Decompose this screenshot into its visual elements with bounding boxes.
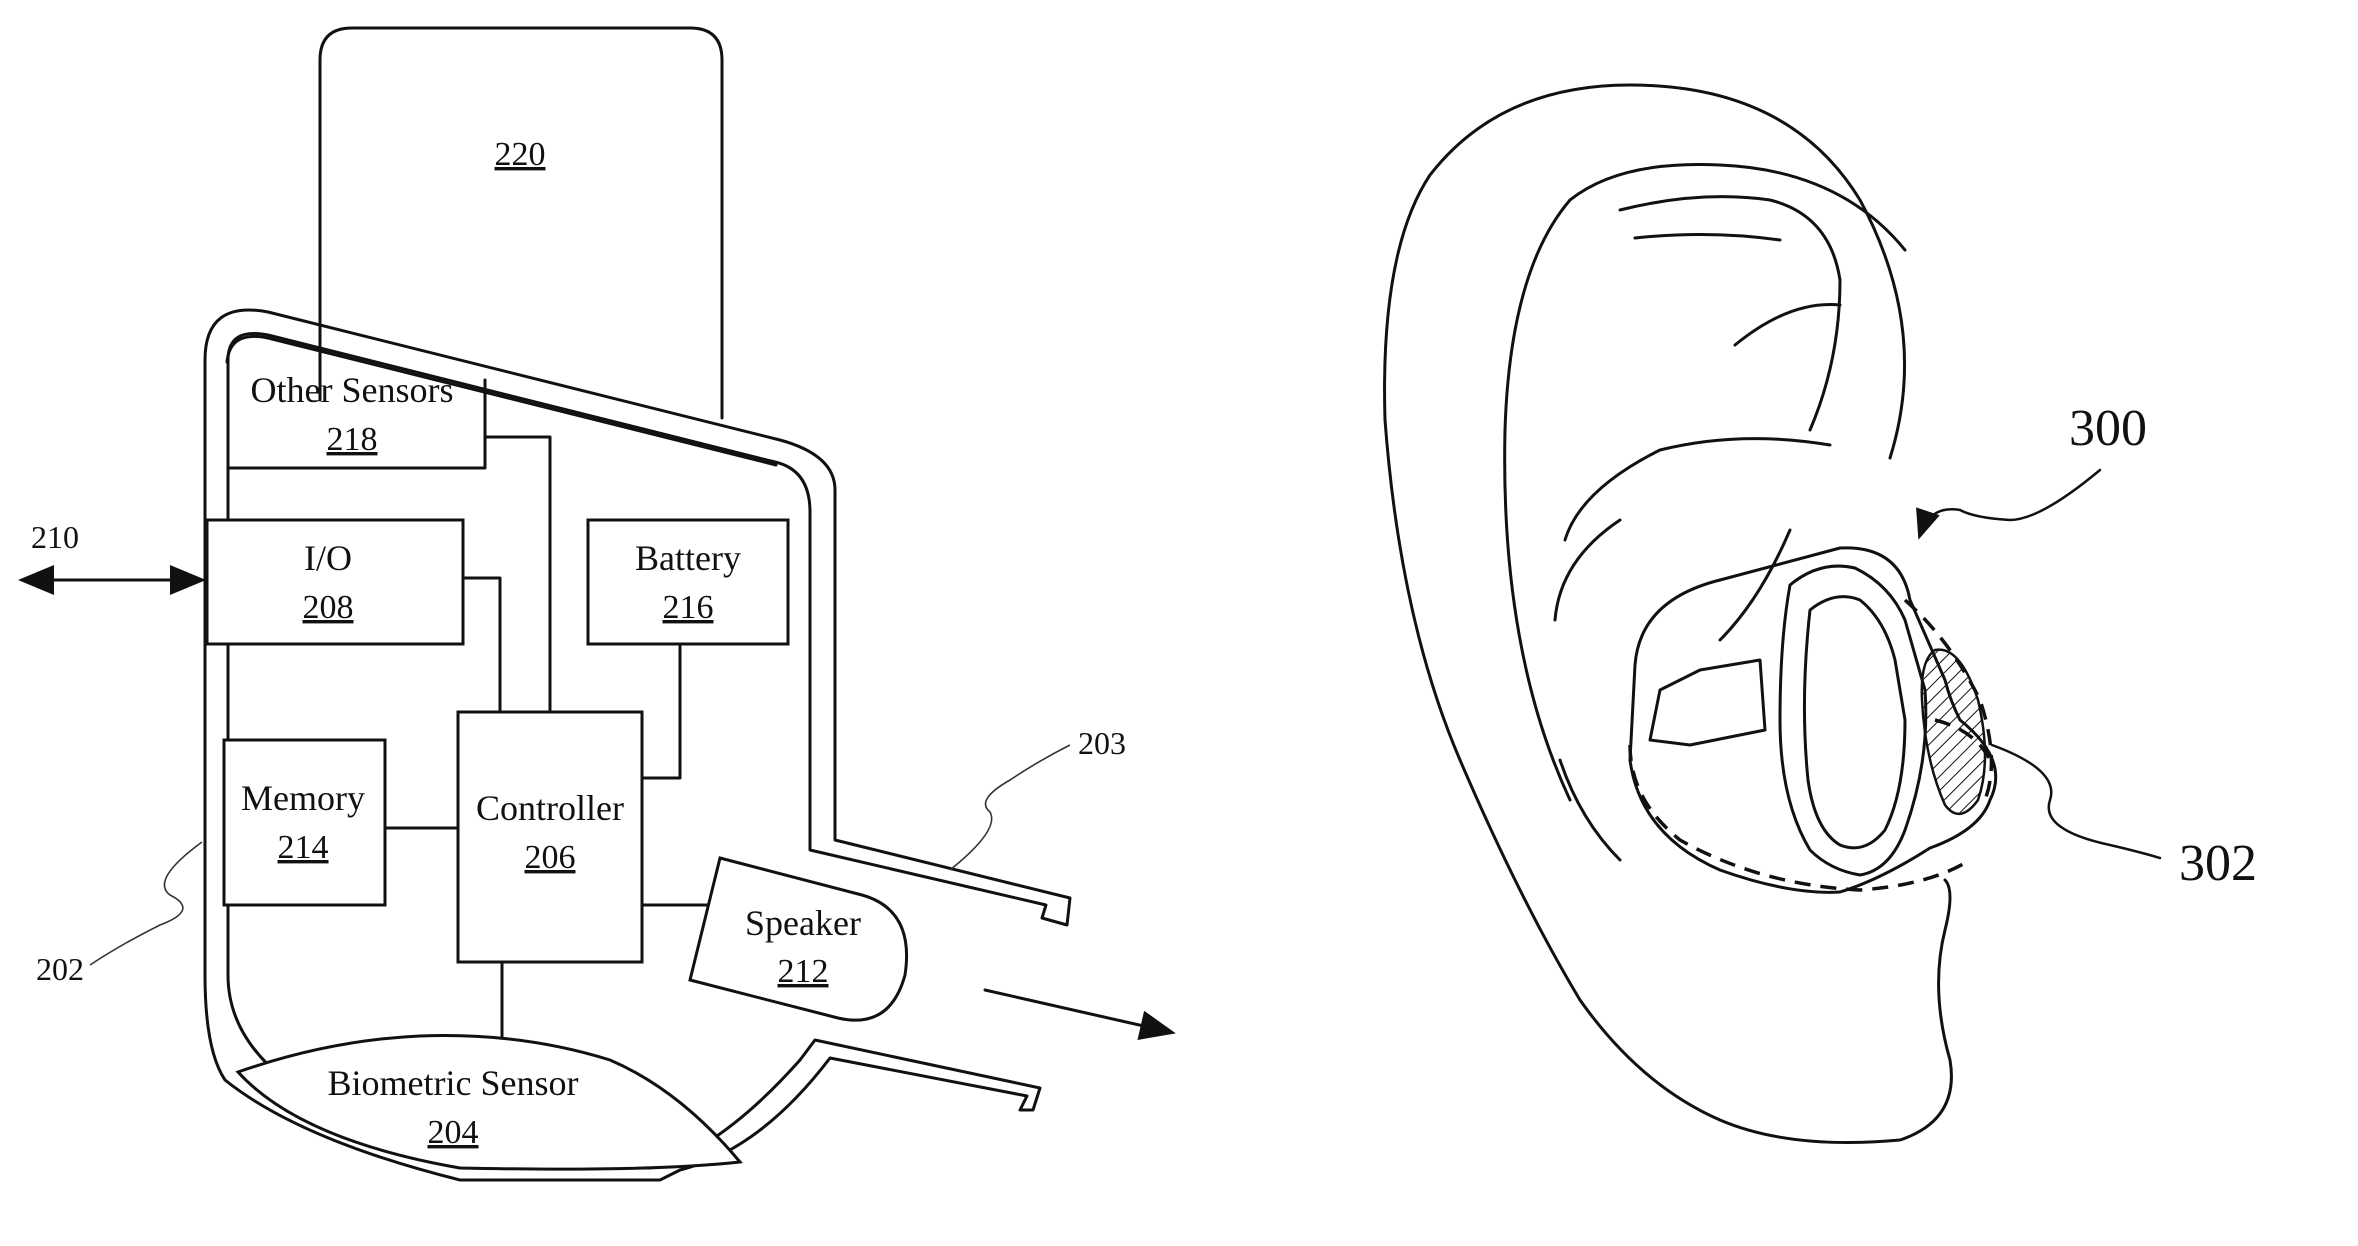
ref-300: 300 [2069, 400, 2147, 457]
arrow-300 [1916, 468, 2102, 540]
earbud-face [1778, 564, 1928, 877]
io-box [205, 518, 465, 646]
earbud-hidden-outline [1628, 744, 1971, 892]
triangular-fossa [1733, 303, 1842, 347]
battery-box [586, 518, 790, 646]
leader-203 [949, 744, 1071, 871]
helix-rim [1503, 162, 1907, 802]
case-label: 220 [495, 136, 546, 173]
controller-box [456, 710, 644, 964]
ref-203: 203 [1078, 725, 1126, 761]
memory-num: 214 [278, 829, 329, 866]
sound-output-arrow [983, 988, 1176, 1040]
other-sensors-box [226, 378, 487, 470]
earbud-hidden-edge [1903, 598, 1994, 801]
controller-name: Controller [476, 788, 624, 828]
concha-mid [1553, 518, 1622, 622]
other-sensors-num: 218 [327, 421, 378, 458]
biometric-sensor-shape [235, 1034, 743, 1171]
ear-with-earbud-drawing: 302 300 [1383, 83, 2257, 1144]
earbud-outer [1628, 546, 1998, 894]
lobe-inner [1558, 758, 1622, 862]
earbud-stem [1648, 658, 1767, 747]
earbud-face-inner [1802, 595, 1907, 850]
io-num: 208 [303, 589, 354, 626]
leader-202 [89, 841, 203, 966]
ref-210: 210 [31, 519, 79, 555]
earbud-block-diagram: 220 Other Sensors 218 I/O 208 Battery 21… [18, 26, 1176, 1182]
ear-outline [1383, 83, 1953, 1144]
antihelix-inner [1633, 232, 1782, 242]
biometric-name: Biometric Sensor [328, 1063, 579, 1103]
antihelix-descend [1718, 528, 1792, 642]
ref-302: 302 [2179, 835, 2257, 892]
io-to-controller-line [460, 576, 502, 714]
controller-num: 206 [525, 839, 576, 876]
ref-202: 202 [36, 951, 84, 987]
battery-num: 216 [663, 589, 714, 626]
memory-name: Memory [241, 778, 365, 818]
speaker-shape [688, 856, 909, 1022]
sensors-to-controller-line [483, 435, 552, 714]
speaker-name: Speaker [745, 903, 861, 943]
housing-inner [225, 335, 778, 467]
leader-302 [1990, 743, 2162, 860]
battery-to-controller-line [640, 642, 682, 780]
antihelix-fold [1618, 195, 1842, 432]
sensor-region-hatched [1920, 648, 1987, 815]
concha-upper [1563, 437, 1832, 542]
other-sensors-name: Other Sensors [251, 370, 454, 410]
biometric-num: 204 [428, 1114, 479, 1151]
io-name: I/O [304, 538, 352, 578]
memory-box [222, 738, 387, 907]
speaker-num: 212 [778, 953, 829, 990]
charging-case [318, 26, 724, 420]
battery-name: Battery [635, 538, 741, 578]
